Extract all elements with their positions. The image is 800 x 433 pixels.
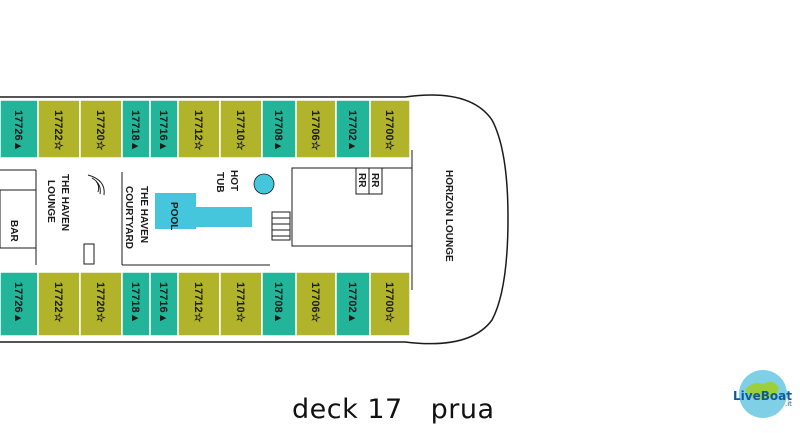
cabin-number-label: 17720☆ <box>94 282 106 323</box>
cabin-number-label: 17710☆ <box>234 110 246 151</box>
cabin-number-label: 17716▲ <box>157 110 169 151</box>
cabin-number-label: 17710☆ <box>234 282 246 323</box>
pool <box>155 193 252 229</box>
cabin-number-label: 17700☆ <box>383 282 395 323</box>
cabin-17706 <box>295 271 337 337</box>
hot-tub-label-line2: TUB <box>214 172 225 193</box>
cabin-number-label: 17726▲ <box>12 282 24 323</box>
cabin-17700 <box>369 271 411 337</box>
cabin-number-label: 17700☆ <box>383 110 395 151</box>
cabin-number-label: 17712☆ <box>192 282 204 323</box>
liveboat-logo: LiveBoat .it <box>733 370 792 418</box>
cabin-number-label: 17718▲ <box>129 282 141 323</box>
top-cabin-row: 17726▲ 17722☆ 17720☆ 17718▲ 17716▲ 17712☆ 1771… <box>0 99 411 159</box>
logo-land <box>745 381 779 400</box>
cabin-number-label: 17722☆ <box>52 282 64 323</box>
cabin-17702 <box>335 99 371 159</box>
restroom-label: RR <box>356 173 367 188</box>
cabin-17718 <box>121 99 151 159</box>
cabin-number-label: 17702▲ <box>346 282 358 323</box>
interior-areas <box>0 150 413 290</box>
haven-courtyard-label-line1: THE HAVEN <box>138 186 149 243</box>
cabin-17712 <box>177 99 221 159</box>
stairwell <box>83 243 95 265</box>
cabin-number-label: 17722☆ <box>52 110 64 151</box>
haven-lounge-label-line1: THE HAVEN <box>59 174 70 231</box>
cabin-17718 <box>121 271 151 337</box>
bottom-cabin-row: 17726▲ 17722☆ 17720☆ 17718▲ 17716▲ 17712☆ 1771… <box>0 271 411 337</box>
cabin-number-label: 17726▲ <box>12 110 24 151</box>
pool-label: POOL <box>168 202 179 230</box>
hull-outline <box>0 94 509 345</box>
hot-tub-label-line1: HOT <box>228 170 239 191</box>
deck-caption: deck 17 prua <box>292 394 495 425</box>
cabin-17726 <box>0 271 39 337</box>
cabin-number-label: 17702▲ <box>346 110 358 151</box>
deck-number: deck 17 <box>292 394 403 425</box>
staircase <box>271 211 291 241</box>
cabin-17708 <box>261 99 297 159</box>
cabin-number-label: 17718▲ <box>129 110 141 151</box>
cabin-17700 <box>369 99 411 159</box>
cabin-17708 <box>261 271 297 337</box>
cabin-number-label: 17708▲ <box>272 110 284 151</box>
horizon-lounge-label: HORIZON LOUNGE <box>443 170 454 262</box>
cabin-number-label: 17706☆ <box>309 110 321 151</box>
cabin-17712 <box>177 271 221 337</box>
restroom-block <box>291 167 413 247</box>
cabin-17710 <box>219 271 263 337</box>
haven-lounge-label-line2: LOUNGE <box>45 180 56 223</box>
hot-tub <box>253 173 275 195</box>
bar-label: BAR <box>8 220 19 242</box>
logo-suffix-text: .it <box>785 400 792 408</box>
deck-section: prua <box>430 394 495 425</box>
haven-courtyard-label-line2: COURTYARD <box>123 186 134 249</box>
spiral-stair <box>87 174 105 196</box>
cabin-number-label: 17712☆ <box>192 110 204 151</box>
cabin-number-label: 17708▲ <box>272 282 284 323</box>
cabin-17722 <box>37 271 81 337</box>
logo-brand-text: LiveBoat <box>733 389 792 403</box>
cabin-number-label: 17716▲ <box>157 282 169 323</box>
restroom-label: RR <box>369 173 380 188</box>
cabin-number-label: 17706☆ <box>309 282 321 323</box>
cabin-number-label: 17720☆ <box>94 110 106 151</box>
